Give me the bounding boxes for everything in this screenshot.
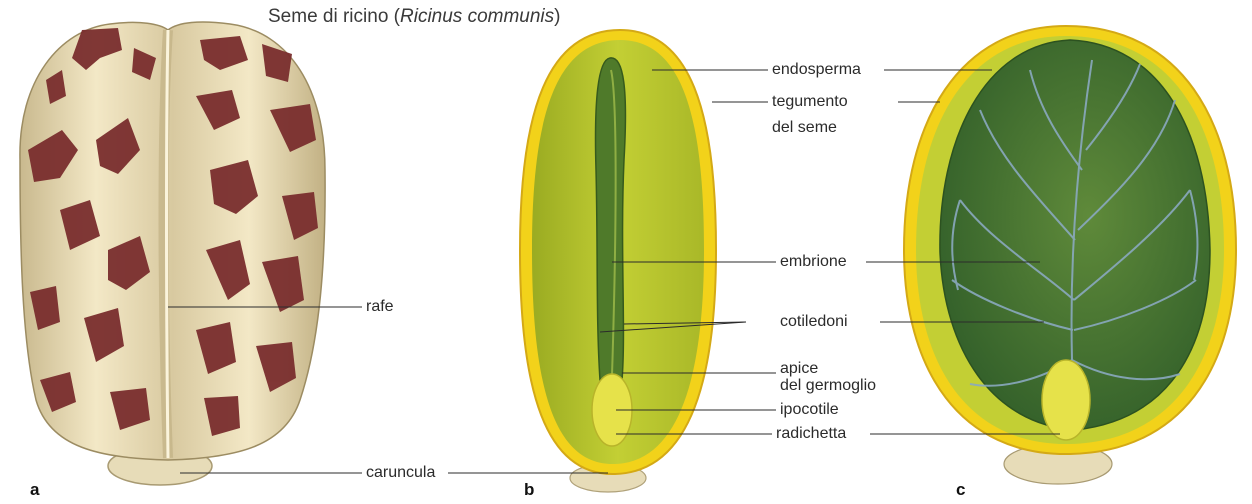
panel-label-a: a: [30, 480, 40, 499]
label-embrione: embrione: [780, 253, 847, 270]
panel-label-b: b: [524, 480, 535, 499]
radicle-c: [1041, 359, 1091, 441]
label-tegumento: tegumento: [772, 93, 848, 110]
seed-cotyledon-view: [902, 24, 1238, 485]
seed-spots: [28, 28, 318, 436]
label-caruncula: caruncula: [366, 464, 436, 481]
label-cotiledoni: cotiledoni: [780, 313, 848, 330]
label-endosperma: endosperma: [772, 61, 861, 78]
label-del-germoglio: del germoglio: [780, 377, 877, 394]
figure-title: Seme di ricino (Ricinus communis): [268, 6, 561, 27]
seed-longitudinal-section: [518, 28, 718, 493]
label-apice: apice: [780, 360, 819, 377]
label-radichetta: radichetta: [776, 425, 847, 442]
label-ipocotile: ipocotile: [780, 401, 839, 418]
label-del-seme: del seme: [772, 119, 837, 136]
label-rafe: rafe: [366, 298, 394, 315]
panel-label-c: c: [956, 480, 966, 499]
seed-external-view: [19, 21, 326, 486]
cotyledon-veins: [951, 59, 1199, 387]
species-name: Ricinus communis: [400, 6, 555, 27]
leader-lines: [168, 69, 1060, 474]
